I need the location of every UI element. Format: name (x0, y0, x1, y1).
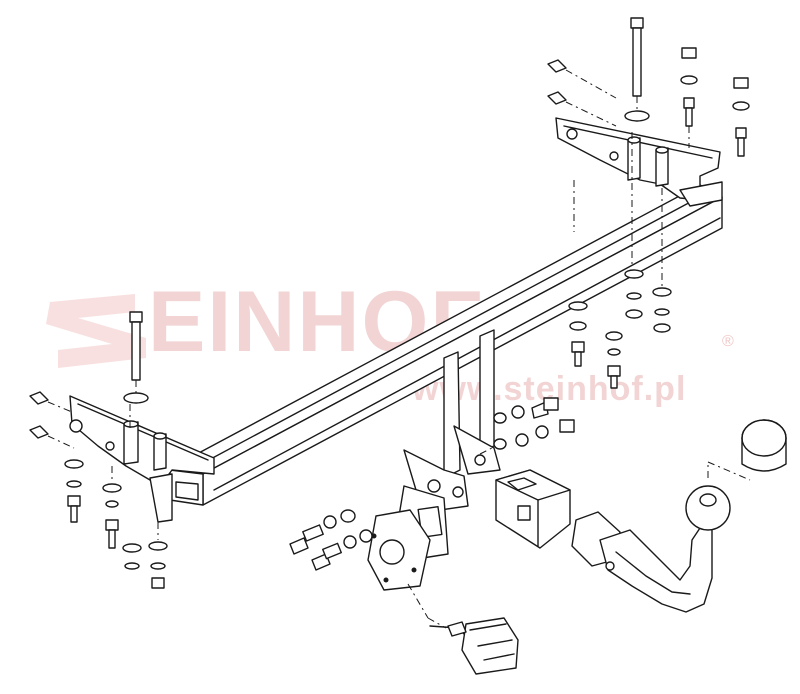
left-long-bolt (123, 311, 149, 404)
electrical-connector (427, 617, 519, 675)
left-bolt-stack-2 (102, 483, 142, 570)
right-bolt-stack-2 (732, 77, 750, 157)
right-bolt-stack-1 (680, 47, 698, 148)
assembly-guide-lines (111, 132, 663, 540)
left-bolt-stack-3 (148, 541, 168, 589)
left-mounting-bracket (69, 395, 215, 523)
tow-ball-neck (571, 461, 751, 613)
steinhof-logo-s-mark (46, 294, 146, 368)
socket-plate (367, 485, 449, 619)
registered-mark: ® (722, 333, 734, 350)
right-long-bolt (624, 17, 650, 122)
center-washer-stacks (568, 269, 672, 389)
mid-bolt-sets (479, 397, 575, 455)
ball-mount-block (495, 469, 571, 549)
right-side-bolts (547, 59, 617, 127)
left-side-bolts (29, 391, 75, 449)
right-mounting-bracket (555, 117, 723, 207)
main-crossbar (169, 184, 723, 506)
left-bolt-stack-1 (64, 459, 84, 523)
ball-cover-cap (741, 419, 787, 472)
drop-arms (403, 329, 501, 511)
socket-plate-bolts (289, 509, 373, 571)
